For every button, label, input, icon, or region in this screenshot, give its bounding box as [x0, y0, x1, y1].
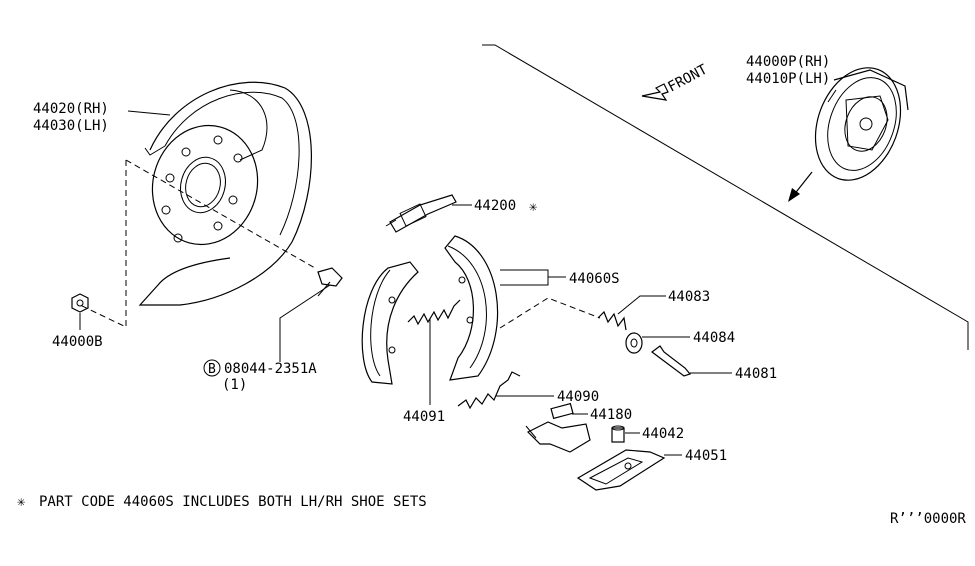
label-44051: 44051	[685, 448, 727, 464]
assembly-leader	[827, 89, 837, 103]
label-44020-rh: 44020(RH)	[33, 101, 109, 117]
lever-44180	[525, 402, 591, 453]
footnote-asterisk: ✳	[17, 494, 26, 510]
reference-code: R’’’0000R	[890, 511, 966, 527]
center-dash-leader	[125, 159, 316, 269]
backing-plate	[138, 81, 312, 306]
label-44030-lh: 44030(LH)	[33, 118, 109, 134]
label-08044-2351a: 08044-2351A	[224, 361, 317, 377]
label-44180: 44180	[590, 407, 632, 423]
backing-plate-leader	[127, 110, 171, 116]
section-divider-line	[482, 44, 969, 350]
label-44084: 44084	[693, 330, 735, 346]
shoe-bracket-leader	[500, 269, 549, 286]
footnote-text: PART CODE 44060S INCLUDES BOTH LH/RH SHO…	[39, 494, 427, 510]
label-44090: 44090	[557, 389, 599, 405]
pin-44081	[651, 345, 692, 377]
brake-shoes	[361, 235, 499, 385]
bolt-08044	[317, 267, 343, 297]
label-44000b: 44000B	[52, 334, 103, 350]
spring-dash-leader	[499, 297, 601, 329]
label-44091: 44091	[403, 409, 445, 425]
label-44081: 44081	[735, 366, 777, 382]
spring-44090	[457, 371, 521, 410]
label-44010p-lh: 44010P(LH)	[746, 71, 830, 87]
bolt-circle-letter: B	[208, 362, 216, 377]
cap-44042	[611, 425, 625, 443]
label-44083: 44083	[668, 289, 710, 305]
washer-44084	[625, 332, 643, 354]
spring-44091	[407, 299, 461, 326]
front-arrow	[641, 83, 669, 101]
bolt-leader	[279, 284, 331, 362]
label-44060s: 44060S	[569, 271, 620, 287]
label-44200: 44200	[474, 198, 516, 214]
label-44042: 44042	[642, 426, 684, 442]
label-bolt-qty: (1)	[222, 377, 247, 393]
nut-44000b	[71, 293, 89, 313]
adjuster-asterisk: ✳	[529, 199, 538, 215]
spring-44083-leader	[617, 295, 666, 315]
spring-44083	[597, 310, 627, 331]
nut-dash-leader	[79, 160, 127, 328]
label-front: FRONT	[665, 61, 710, 95]
assembly-arrow	[788, 171, 813, 202]
adjuster-44200	[385, 194, 457, 233]
label-44000p-rh: 44000P(RH)	[746, 54, 830, 70]
strut-44051	[576, 449, 666, 491]
bolt-circle-mark	[203, 359, 221, 377]
brake-assembly	[814, 67, 909, 181]
